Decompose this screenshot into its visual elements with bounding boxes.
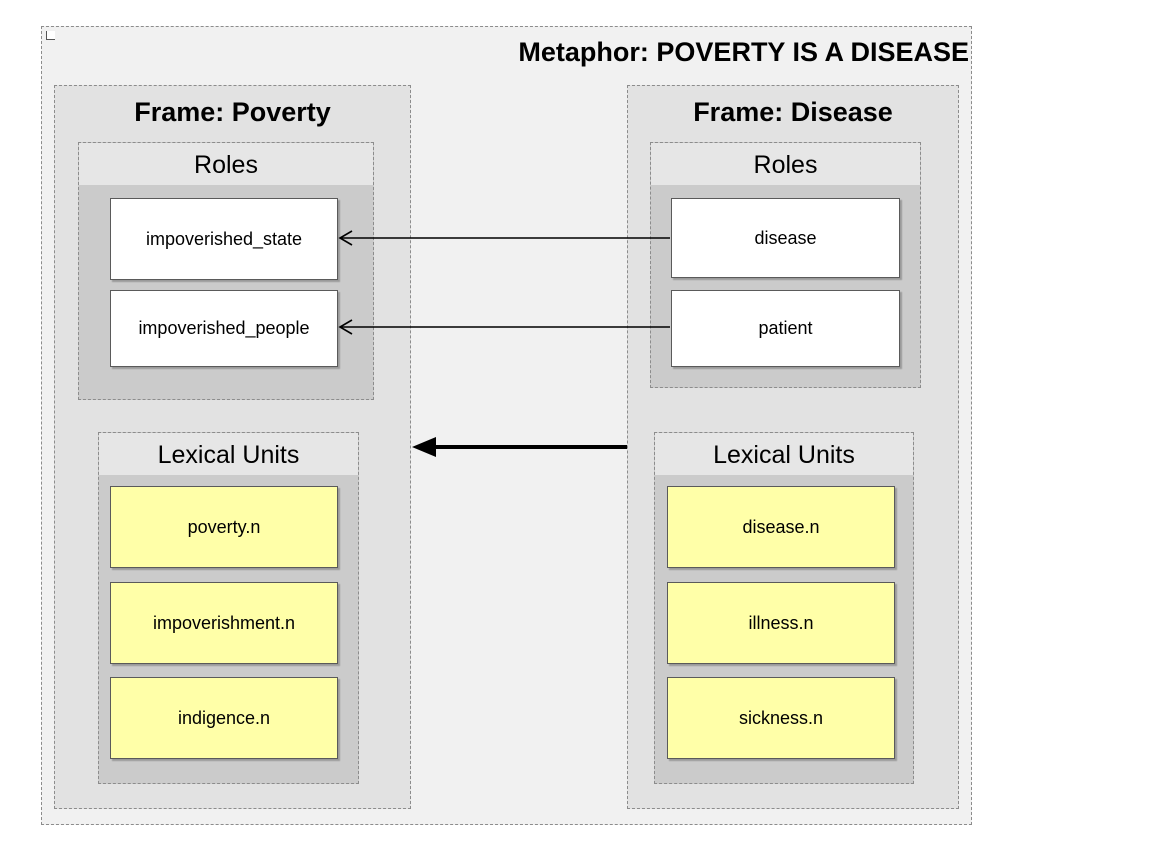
lexical-unit-disease[interactable]: disease.n	[667, 486, 895, 568]
disease-roles-title: Roles	[651, 143, 920, 185]
frame-poverty-title: Frame: Poverty	[55, 86, 410, 132]
role-patient[interactable]: patient	[671, 290, 900, 367]
role-impoverished-state[interactable]: impoverished_state	[110, 198, 338, 280]
disease-lexical-section: Lexical Units disease.n illness.n sickne…	[654, 432, 914, 784]
disease-roles-section: Roles disease patient	[650, 142, 921, 388]
collapse-handle-icon[interactable]	[46, 31, 55, 40]
poverty-roles-section: Roles impoverished_state impoverished_pe…	[78, 142, 374, 400]
metaphor-title: Metaphor: POVERTY IS A DISEASE	[518, 37, 969, 67]
lexical-unit-impoverishment[interactable]: impoverishment.n	[110, 582, 338, 664]
lexical-unit-illness[interactable]: illness.n	[667, 582, 895, 664]
poverty-lexical-section: Lexical Units poverty.n impoverishment.n…	[98, 432, 359, 784]
frame-disease-title: Frame: Disease	[628, 86, 958, 132]
role-mapping-arrowhead	[338, 230, 353, 246]
lexical-unit-indigence[interactable]: indigence.n	[110, 677, 338, 759]
role-impoverished-people[interactable]: impoverished_people	[110, 290, 338, 367]
poverty-roles-title: Roles	[79, 143, 373, 185]
lexical-unit-sickness[interactable]: sickness.n	[667, 677, 895, 759]
role-mapping-arrowhead	[338, 319, 353, 335]
poverty-lexical-title: Lexical Units	[99, 433, 358, 475]
frame-mapping-arrowhead	[412, 437, 436, 457]
role-disease[interactable]: disease	[671, 198, 900, 278]
disease-lexical-title: Lexical Units	[655, 433, 913, 475]
lexical-unit-poverty[interactable]: poverty.n	[110, 486, 338, 568]
